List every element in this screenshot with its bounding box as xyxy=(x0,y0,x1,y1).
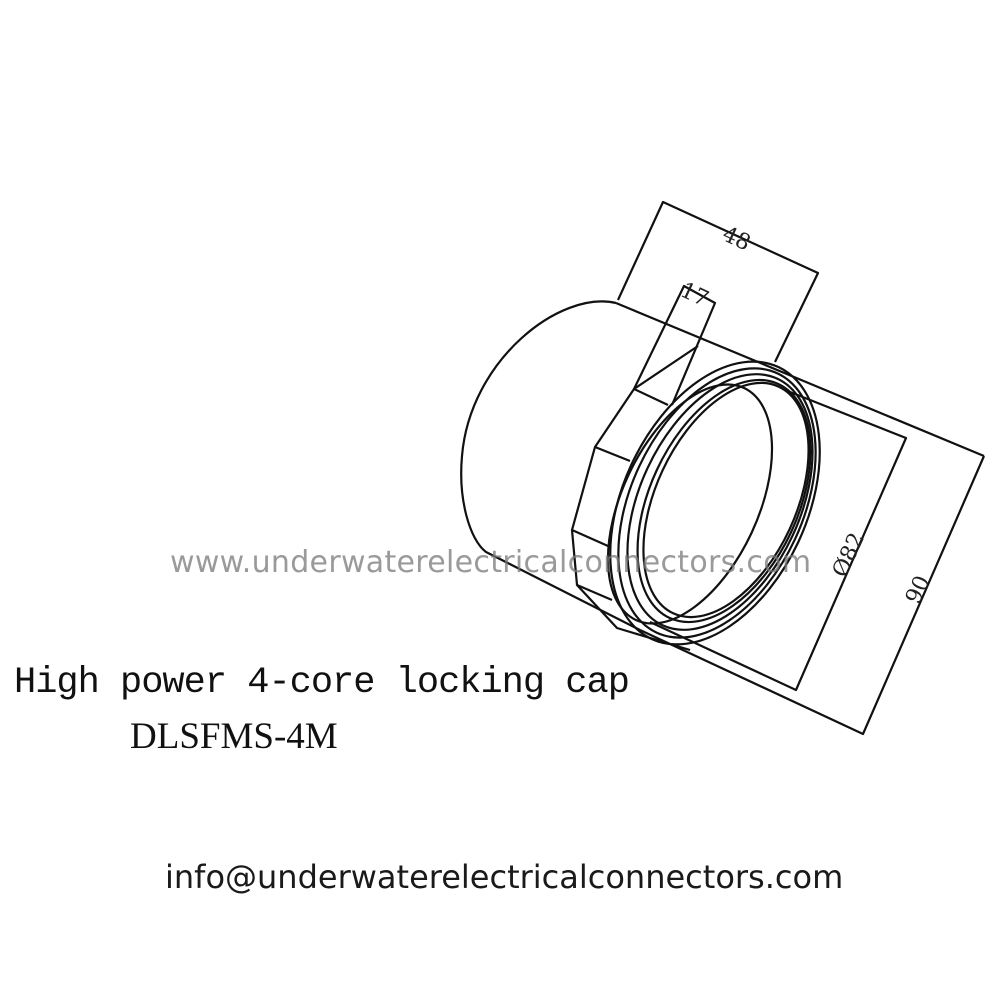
contact-email: info@underwaterelectricalconnectors.com xyxy=(165,858,844,896)
front-rings xyxy=(609,360,821,646)
cap-body-top-edge xyxy=(615,301,985,458)
dimension-82-label: Ø82 xyxy=(828,529,870,581)
cap-body-outline xyxy=(460,300,641,631)
dimension-17-lines xyxy=(633,284,717,406)
thread-cavity xyxy=(606,383,774,625)
dimension-82-lines xyxy=(649,390,908,692)
hex-nut-facets xyxy=(571,388,669,602)
product-model: DLSFMS-4M xyxy=(130,716,338,757)
dimension-90-lines xyxy=(639,455,986,736)
product-title: High power 4-core locking cap xyxy=(14,662,630,704)
dimension-17-label: 17 xyxy=(676,278,712,312)
dimension-48-lines xyxy=(617,200,820,363)
dimension-48-label: 48 xyxy=(718,222,754,256)
watermark: www.underwaterelectricalconnectors.com xyxy=(170,545,812,580)
